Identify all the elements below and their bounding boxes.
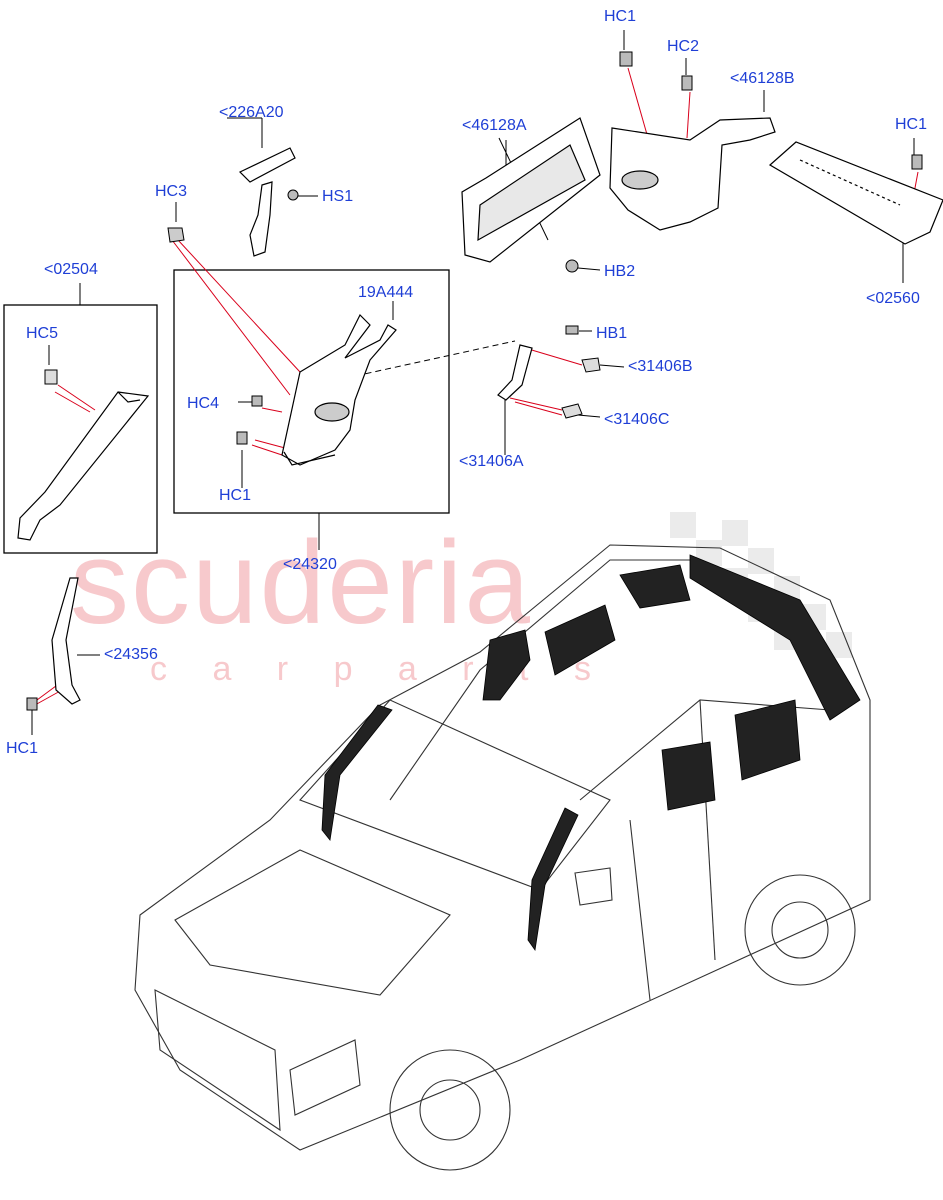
part-46128a	[461, 117, 601, 263]
label-46128a: <46128A	[462, 117, 527, 134]
part-02504	[17, 391, 150, 541]
part-hc4-clip	[236, 395, 263, 445]
label-hc3: HC3	[155, 183, 188, 200]
label-hb1: HB1	[596, 325, 628, 342]
vehicle-outline	[134, 544, 871, 1171]
detail-box-24320	[173, 269, 450, 514]
label-46128b: <46128B	[730, 70, 795, 87]
label-226a20: <226A20	[219, 104, 284, 121]
label-hs1: HS1	[322, 188, 354, 205]
part-31406b	[581, 357, 601, 373]
label-31406a: <31406A	[459, 453, 524, 470]
label-hc1-top: HC1	[604, 8, 637, 25]
label-hc5: HC5	[26, 325, 59, 342]
part-46128b	[609, 117, 776, 231]
part-hb2	[565, 259, 579, 273]
part-hc5-clip	[44, 369, 58, 385]
part-hb1	[565, 325, 579, 335]
label-31406c: <31406C	[604, 411, 670, 428]
label-hc1-box: HC1	[219, 487, 252, 504]
label-02560: <02560	[866, 290, 920, 307]
part-02560	[768, 141, 943, 245]
part-31406c	[561, 403, 583, 419]
leader-lines	[31, 30, 915, 735]
label-24356: <24356	[104, 646, 158, 663]
label-02504: <02504	[44, 261, 98, 278]
label-hc4: HC4	[187, 395, 220, 412]
label-hc1-right: HC1	[895, 116, 928, 133]
part-24356	[51, 577, 81, 705]
vehicle-trim-parts	[321, 554, 861, 952]
label-hb2: HB2	[604, 263, 636, 280]
label-24320: <24320	[283, 556, 337, 573]
part-31406a	[497, 344, 533, 401]
part-24320	[281, 313, 397, 466]
label-31406b: <31406B	[628, 358, 693, 375]
label-hc1-left: HC1	[6, 740, 39, 757]
part-226a20	[238, 147, 296, 257]
part-hc1-hc2-clips	[619, 51, 923, 170]
part-hc3	[167, 227, 185, 243]
label-hc2: HC2	[667, 38, 700, 55]
part-hs1	[287, 189, 299, 201]
part-hc1-left-clip	[26, 697, 38, 711]
watermark-title: scuderia	[70, 517, 533, 649]
label-19a444: 19A444	[358, 284, 414, 301]
